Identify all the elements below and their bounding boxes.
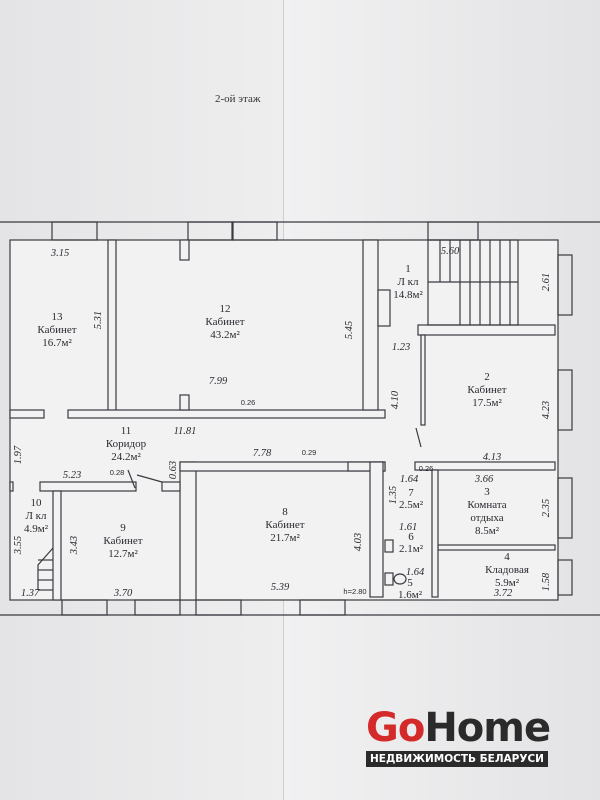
svg-text:Кабинет: Кабинет bbox=[103, 535, 142, 547]
svg-text:Комната: Комната bbox=[467, 499, 506, 511]
svg-text:7.78: 7.78 bbox=[253, 448, 272, 459]
svg-text:7.99: 7.99 bbox=[209, 376, 228, 387]
svg-text:Кабинет: Кабинет bbox=[205, 316, 244, 328]
room-4-label: 4 Кладовая 5.9м² bbox=[485, 551, 529, 589]
svg-text:5.23: 5.23 bbox=[63, 470, 81, 481]
svg-text:1.97: 1.97 bbox=[13, 445, 24, 464]
svg-text:5.31: 5.31 bbox=[93, 311, 104, 329]
svg-text:2.5м²: 2.5м² bbox=[399, 499, 424, 511]
room-2-label: 2 Кабинет 17.5м² bbox=[467, 371, 506, 409]
room-6-label: 6 2.1м² bbox=[399, 531, 424, 555]
svg-text:1.64: 1.64 bbox=[406, 567, 425, 578]
svg-text:Кабинет: Кабинет bbox=[37, 324, 76, 336]
svg-text:Кабинет: Кабинет bbox=[265, 519, 304, 531]
svg-text:2.35: 2.35 bbox=[541, 499, 552, 517]
svg-text:5.60: 5.60 bbox=[441, 246, 460, 257]
svg-text:12.7м²: 12.7м² bbox=[108, 548, 138, 560]
svg-text:0.63: 0.63 bbox=[168, 461, 179, 479]
svg-text:5: 5 bbox=[407, 577, 413, 589]
svg-text:1.61: 1.61 bbox=[399, 522, 417, 533]
svg-text:4.03: 4.03 bbox=[353, 533, 364, 551]
svg-text:14.8м²: 14.8м² bbox=[393, 289, 423, 301]
svg-text:6: 6 bbox=[408, 531, 414, 543]
svg-text:8: 8 bbox=[282, 506, 288, 518]
svg-text:1.6м²: 1.6м² bbox=[398, 589, 423, 601]
room-9-label: 9 Кабинет 12.7м² bbox=[103, 522, 142, 560]
svg-text:12: 12 bbox=[220, 303, 231, 315]
gohome-logo: GoHome НЕДВИЖИМОСТЬ БЕЛАРУСИ bbox=[366, 705, 551, 767]
svg-text:4.9м²: 4.9м² bbox=[24, 523, 49, 535]
room-3-label: 3 Комната отдыха 8.5м² bbox=[467, 486, 506, 537]
svg-text:4.13: 4.13 bbox=[483, 452, 501, 463]
floor-title: 2-ой этаж bbox=[215, 93, 261, 105]
outer-walls bbox=[0, 221, 600, 616]
svg-text:1.37: 1.37 bbox=[21, 588, 40, 599]
room-1-label: 1 Л кл 14.8м² bbox=[393, 263, 423, 301]
toilet-fixture bbox=[384, 539, 407, 586]
svg-text:Л кл: Л кл bbox=[25, 510, 47, 522]
svg-text:0.26: 0.26 bbox=[241, 398, 256, 407]
svg-text:3.15: 3.15 bbox=[50, 248, 69, 259]
svg-text:13: 13 bbox=[52, 311, 64, 323]
svg-text:Кладовая: Кладовая bbox=[485, 564, 529, 576]
svg-text:3.55: 3.55 bbox=[13, 536, 24, 555]
svg-text:1: 1 bbox=[405, 263, 411, 275]
logo-home-text: Home bbox=[424, 705, 551, 751]
svg-text:4.10: 4.10 bbox=[390, 390, 401, 409]
room-11-label: 11 Коридор 24.2м² bbox=[106, 425, 147, 463]
svg-text:16.7м²: 16.7м² bbox=[42, 337, 72, 349]
svg-text:5.9м²: 5.9м² bbox=[495, 577, 520, 589]
room-5-label: 5 1.6м² bbox=[398, 577, 423, 601]
svg-text:отдыха: отдыха bbox=[470, 512, 503, 524]
room-10-label: 10 Л кл 4.9м² bbox=[24, 497, 49, 535]
svg-text:3.43: 3.43 bbox=[69, 536, 80, 555]
svg-text:0.29: 0.29 bbox=[302, 448, 317, 457]
room-12-label: 12 Кабинет 43.2м² bbox=[205, 303, 244, 341]
svg-text:17.5м²: 17.5м² bbox=[472, 397, 502, 409]
svg-text:4.23: 4.23 bbox=[541, 401, 552, 419]
svg-text:8.5м²: 8.5м² bbox=[475, 525, 500, 537]
svg-text:9: 9 bbox=[120, 522, 126, 534]
ceiling-height-label: h=2.80 bbox=[343, 587, 366, 596]
svg-text:43.2м²: 43.2м² bbox=[210, 329, 240, 341]
svg-text:1.58: 1.58 bbox=[541, 572, 552, 591]
svg-text:2.61: 2.61 bbox=[541, 273, 552, 291]
svg-text:3: 3 bbox=[484, 486, 490, 498]
svg-text:0.28: 0.28 bbox=[110, 468, 125, 477]
svg-text:4: 4 bbox=[504, 551, 510, 563]
svg-text:1.64: 1.64 bbox=[400, 474, 419, 485]
room-7-label: 7 2.5м² bbox=[399, 487, 424, 511]
staircase[interactable] bbox=[37, 239, 519, 591]
interior-walls bbox=[9, 239, 556, 601]
svg-text:2: 2 bbox=[484, 371, 490, 383]
room-13-label: 13 Кабинет 16.7м² bbox=[37, 311, 76, 349]
svg-text:24.2м²: 24.2м² bbox=[111, 451, 141, 463]
logo-go-text: Go bbox=[366, 705, 425, 751]
svg-text:0.26: 0.26 bbox=[419, 464, 434, 473]
room-8-label: 8 Кабинет 21.7м² bbox=[265, 506, 304, 544]
svg-text:5.45: 5.45 bbox=[344, 321, 355, 339]
svg-text:11.81: 11.81 bbox=[174, 426, 197, 437]
svg-text:10: 10 bbox=[31, 497, 43, 509]
svg-text:2.1м²: 2.1м² bbox=[399, 543, 424, 555]
svg-text:7: 7 bbox=[408, 487, 414, 499]
svg-text:11: 11 bbox=[121, 425, 132, 437]
svg-text:1.23: 1.23 bbox=[392, 342, 410, 353]
svg-text:5.39: 5.39 bbox=[271, 582, 290, 593]
svg-text:Кабинет: Кабинет bbox=[467, 384, 506, 396]
svg-text:1.35: 1.35 bbox=[388, 486, 399, 504]
svg-text:3.66: 3.66 bbox=[474, 474, 494, 485]
svg-text:21.7м²: 21.7м² bbox=[270, 532, 300, 544]
svg-text:Коридор: Коридор bbox=[106, 438, 147, 450]
svg-text:3.70: 3.70 bbox=[113, 588, 133, 599]
svg-text:Л кл: Л кл bbox=[397, 276, 419, 288]
dimension-labels: 3.15 5.31 7.99 0.26 11.81 5.45 5.60 2.61… bbox=[13, 246, 552, 599]
logo-tagline: НЕДВИЖИМОСТЬ БЕЛАРУСИ bbox=[366, 751, 548, 767]
svg-text:3.72: 3.72 bbox=[493, 588, 513, 599]
